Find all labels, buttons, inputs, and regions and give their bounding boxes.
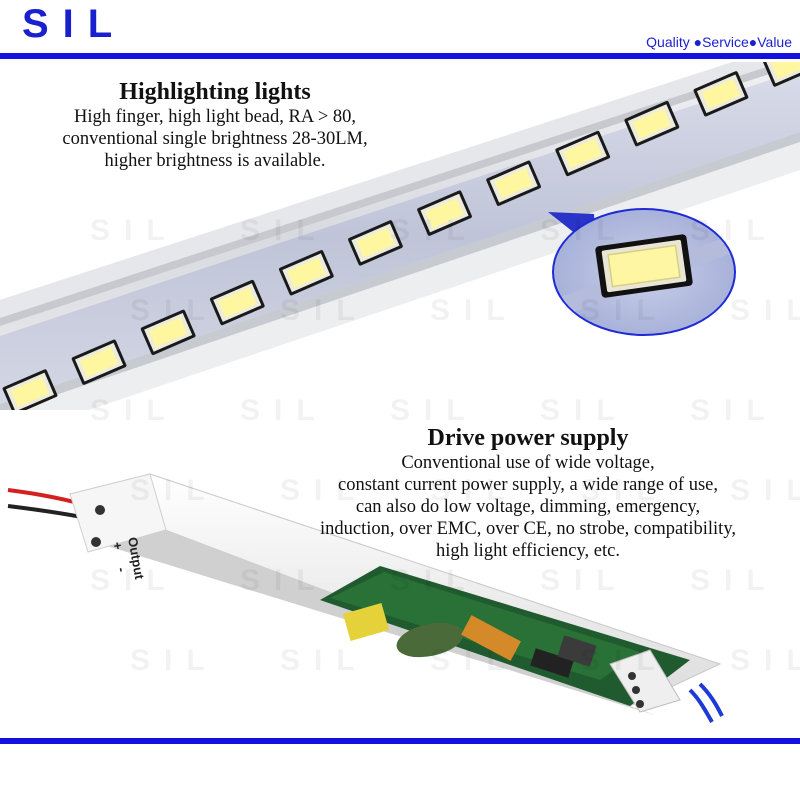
driver-output-label: Output + - — [110, 536, 148, 581]
watermark-text: SIL — [730, 474, 800, 507]
watermark-text: SIL — [390, 564, 479, 597]
watermark-text: SIL — [90, 394, 179, 427]
watermark-text: SIL — [730, 644, 800, 677]
watermark-text: SIL — [240, 564, 329, 597]
watermark-text: SIL — [430, 294, 519, 327]
led-chip-icon — [279, 250, 334, 296]
led-chip-icon — [595, 234, 693, 298]
watermark-text: SIL — [240, 394, 329, 427]
watermark-text: SIL — [690, 394, 779, 427]
watermark-text: SIL — [280, 294, 369, 327]
watermark-text: SIL — [730, 294, 800, 327]
led-chip-icon — [486, 160, 541, 206]
watermark-text: SIL — [390, 214, 479, 247]
watermark-text: SIL — [580, 474, 669, 507]
highlighting-title: Highlighting lights — [119, 79, 311, 105]
led-chip-icon — [762, 60, 800, 87]
watermark-text: SIL — [540, 564, 629, 597]
driver-minus-text: - — [114, 566, 130, 573]
highlighting-line: higher brightness is available. — [104, 151, 326, 171]
drive-line: can also do low voltage, dimming, emerge… — [355, 497, 701, 517]
watermark-text: SIL — [390, 394, 479, 427]
led-chip-icon — [209, 279, 265, 326]
watermark-text: SIL — [130, 644, 219, 677]
watermark-text: SIL — [690, 564, 779, 597]
watermark-text: SIL — [240, 214, 329, 247]
watermark-text: SIL — [580, 644, 669, 677]
led-chip-icon — [555, 130, 611, 177]
led-chip-icon — [348, 220, 403, 266]
watermark-text: SIL — [280, 474, 369, 507]
watermark-text: SIL — [90, 214, 179, 247]
driver-power-supply — [7, 473, 724, 724]
header-divider — [0, 53, 800, 59]
watermark-text: SIL — [540, 394, 629, 427]
watermark-text: SIL — [90, 564, 179, 597]
driver-plus-text: + — [110, 541, 126, 551]
watermark-text: SIL — [690, 214, 779, 247]
led-chip-icon — [71, 339, 127, 385]
watermark-text: SIL — [430, 474, 519, 507]
watermark-text: SIL — [130, 474, 219, 507]
watermark-layer: SIL SIL SIL SIL SIL SIL SIL SIL SIL SIL SIL SIL SIL S… — [90, 214, 800, 677]
led-chip-icon — [693, 71, 749, 117]
watermark-text: SIL — [130, 294, 219, 327]
highlighting-text-block: Highlighting lights High finger, high li… — [0, 78, 430, 172]
highlighting-line: High finger, high light bead, RA > 80, — [73, 107, 357, 127]
drive-text-block: Drive power supply Conventional use of w… — [248, 424, 800, 562]
watermark-text: SIL — [580, 294, 669, 327]
magnifier-callout-icon — [548, 208, 736, 336]
highlighting-line: conventional single brightness 28-30LM, — [62, 129, 368, 149]
brand-tagline: Quality ●Service●Value — [646, 34, 792, 50]
led-chip-icon — [624, 100, 680, 147]
drive-line: Conventional use of wide voltage, — [401, 453, 655, 473]
drive-line: induction, over EMC, over CE, no strobe,… — [319, 519, 736, 539]
led-chip-icon — [417, 190, 472, 236]
led-chip-icon — [140, 309, 196, 356]
drive-line: high light efficiency, etc. — [436, 541, 620, 561]
driver-output-text: Output — [125, 536, 147, 581]
page-header: SIL Quality ●Service●Value — [0, 0, 800, 62]
watermark-text: SIL — [430, 644, 519, 677]
watermark-text: SIL — [540, 214, 629, 247]
led-chip-row — [2, 60, 800, 410]
led-strip-section — [0, 60, 800, 410]
footer-divider — [0, 738, 800, 744]
watermark-text: SIL — [280, 644, 369, 677]
brand-logo: SIL — [22, 2, 127, 46]
drive-line: constant current power supply, a wide ra… — [338, 475, 718, 495]
drive-title: Drive power supply — [427, 425, 629, 451]
led-chip-icon — [2, 369, 58, 410]
